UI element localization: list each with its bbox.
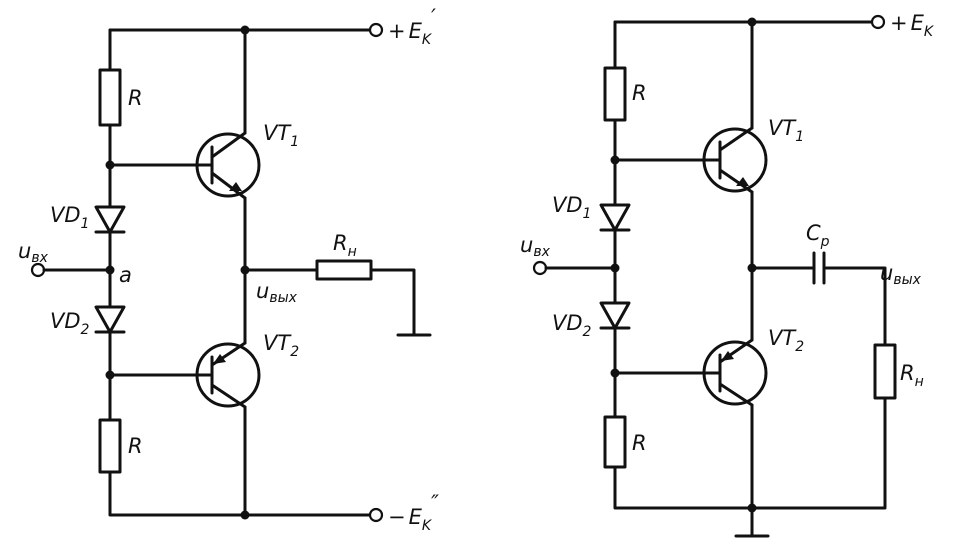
right-supply-pos-terminal xyxy=(870,14,886,30)
left-resistor-load xyxy=(315,259,373,281)
right-output-label: uвых xyxy=(880,261,922,288)
right-supply-pos-label: +EK xyxy=(890,11,935,40)
right-input-label: uвх xyxy=(520,233,551,260)
left-wire-load-to-ground xyxy=(369,268,416,337)
right-resistor-r-top xyxy=(603,66,627,122)
right-vd2-label: VD2 xyxy=(552,311,592,340)
left-transistor-vt2 xyxy=(195,341,261,409)
right-node-bottom xyxy=(747,503,757,513)
left-r-top-label: R xyxy=(128,86,143,110)
right-node-input xyxy=(610,263,620,273)
right-transistor-vt1 xyxy=(702,126,768,194)
right-diode-vd2 xyxy=(599,301,631,330)
right-circuit: +EK R R VT1 VT2 VD1 VD2 uвх Cр uвых Rн xyxy=(520,11,935,538)
left-node-base1 xyxy=(105,160,115,170)
right-r-top-label: R xyxy=(632,81,647,105)
right-vt1-label: VT1 xyxy=(768,116,804,145)
right-cap-label: Cр xyxy=(806,221,830,250)
left-node-base2 xyxy=(105,370,115,380)
left-wire-bottom xyxy=(108,470,372,517)
left-node-a-label: a xyxy=(119,263,132,287)
right-r-bottom-label: R xyxy=(632,431,647,455)
left-vd1-label: VD1 xyxy=(50,203,89,232)
left-load-label: Rн xyxy=(333,231,357,260)
right-vd1-label: VD1 xyxy=(552,193,591,222)
left-supply-pos-label: +EK′ xyxy=(388,5,436,48)
right-node-top xyxy=(747,17,757,27)
right-load-label: Rн xyxy=(900,361,924,390)
left-vt1-label: VT1 xyxy=(263,121,299,150)
right-resistor-load xyxy=(873,343,897,400)
left-resistor-r-top xyxy=(98,68,122,127)
right-wire-cap-to-load xyxy=(824,266,887,347)
left-input-label: uвх xyxy=(18,239,49,266)
left-supply-pos-terminal xyxy=(368,22,384,38)
left-supply-neg-label: −EK″ xyxy=(388,491,439,534)
right-capacitor-cp xyxy=(812,251,826,285)
right-resistor-r-bottom xyxy=(603,415,627,469)
left-vt2-label: VT2 xyxy=(263,331,299,360)
right-vt2-label: VT2 xyxy=(768,326,804,355)
left-supply-neg-terminal xyxy=(368,507,384,523)
right-input-terminal xyxy=(532,260,548,276)
left-node-bottom xyxy=(240,510,250,520)
left-diode-vd2 xyxy=(94,305,126,334)
right-node-base2 xyxy=(610,368,620,378)
left-circuit: +EK′ −EK″ R R VT1 VT2 VD1 VD2 uвх a uвых… xyxy=(18,5,439,534)
left-r-bottom-label: R xyxy=(128,434,143,458)
left-node-top xyxy=(240,25,250,35)
right-diode-vd1 xyxy=(599,203,631,232)
left-output-label: uвых xyxy=(256,279,298,306)
left-transistor-vt1 xyxy=(195,131,261,200)
left-resistor-r-bottom xyxy=(98,418,122,474)
left-vd2-label: VD2 xyxy=(50,309,90,338)
left-diode-vd1 xyxy=(94,205,126,234)
left-node-a xyxy=(105,265,115,275)
right-node-base1 xyxy=(610,155,620,165)
right-wire-bottom xyxy=(613,396,887,510)
right-transistor-vt2 xyxy=(702,338,768,407)
